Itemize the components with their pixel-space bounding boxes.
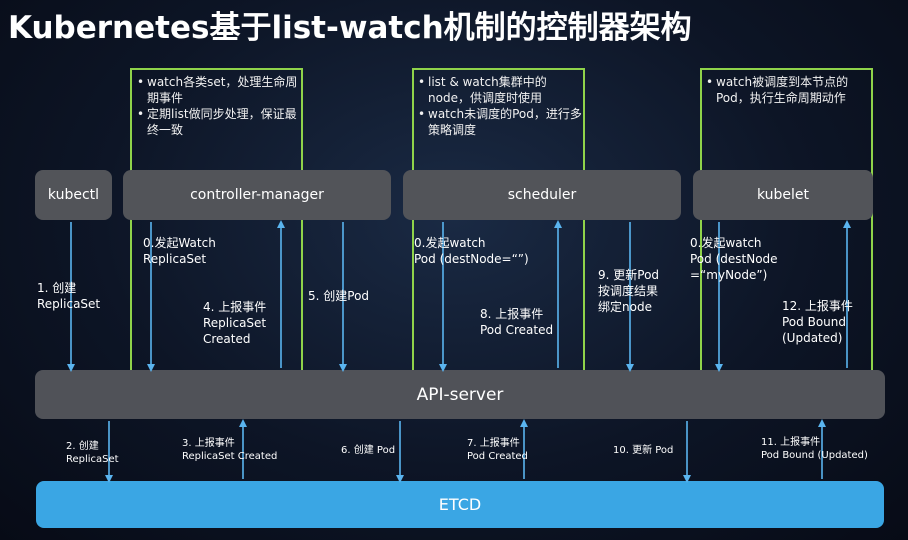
label-step-5: 5. 创建Pod: [308, 289, 370, 303]
note-item: watch未调度的Pod，进行多策略调度: [418, 106, 582, 138]
note-item: 定期list做同步处理，保证最终一致: [137, 106, 299, 138]
kubelet-notes: watch被调度到本节点的Pod，执行生命周期动作: [706, 74, 870, 106]
controller-manager-notes: watch各类set，处理生命周期事件 定期list做同步处理，保证最终一致: [137, 74, 299, 138]
kubelet-box: kubelet: [693, 170, 873, 220]
kubectl-box: kubectl: [35, 170, 112, 220]
note-item: watch被调度到本节点的Pod，执行生命周期动作: [706, 74, 870, 106]
controller-manager-box: controller-manager: [123, 170, 391, 220]
scheduler-box: scheduler: [403, 170, 681, 220]
page-title: Kubernetes基于list-watch机制的控制器架构: [8, 10, 692, 46]
label-step-10: 10. 更新 Pod: [613, 445, 674, 456]
label-step-6: 6. 创建 Pod: [341, 445, 396, 456]
note-item: watch各类set，处理生命周期事件: [137, 74, 299, 106]
etcd-box: ETCD: [36, 481, 884, 528]
note-item: list & watch集群中的node，供调度时使用: [418, 74, 582, 106]
api-server-box: API-server: [35, 370, 885, 419]
scheduler-notes: list & watch集群中的node，供调度时使用 watch未调度的Pod…: [418, 74, 582, 138]
